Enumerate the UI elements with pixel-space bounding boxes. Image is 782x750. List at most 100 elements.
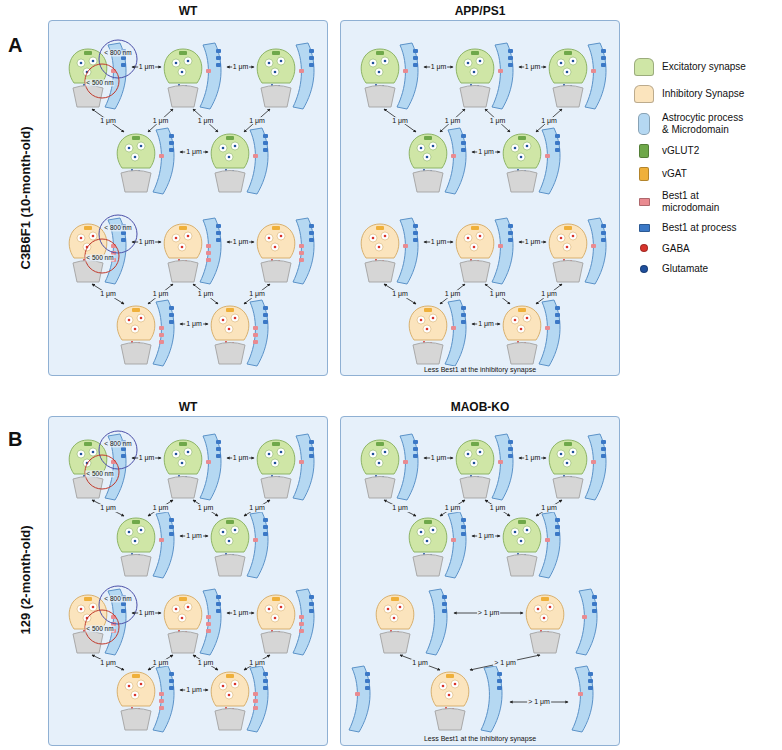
vesicle: [423, 325, 431, 333]
best1-process: [216, 56, 221, 60]
best1-process: [413, 63, 418, 67]
vesicle: [219, 528, 227, 536]
presynaptic-terminal: [211, 672, 249, 706]
vesicle: [381, 448, 389, 456]
astrocytic-process: [445, 128, 466, 194]
vesicle: [77, 450, 85, 458]
vesicle: [277, 57, 285, 65]
best1-microdomain: [299, 258, 304, 262]
vesicle: [369, 450, 377, 458]
best1-microdomain: [545, 326, 550, 330]
radius-label: < 500 nm: [85, 625, 114, 632]
transmitter: [387, 608, 390, 611]
vesicle: [77, 605, 85, 613]
distance-arrow: [148, 655, 173, 670]
transmitter: [467, 453, 470, 456]
postsynaptic-spine: [168, 477, 198, 499]
distance-arrow: [92, 109, 124, 132]
transmitter: [128, 531, 131, 534]
best1-process: [413, 224, 418, 228]
best1-process: [216, 440, 221, 444]
vesicle: [569, 57, 577, 65]
transmitter: [280, 235, 283, 238]
presynaptic-terminal: [164, 224, 202, 258]
transmitter: [280, 451, 283, 454]
transmitter: [572, 60, 575, 63]
postsynaptic-spine: [168, 632, 198, 654]
distance-label: 1 μm: [138, 609, 156, 617]
distance-arrow: [193, 109, 218, 132]
vesicle: [184, 603, 192, 611]
postsynaptic-spine: [380, 632, 410, 654]
best1-microdomain: [451, 326, 456, 330]
distance-label: 1 μm: [99, 117, 117, 125]
vesicle: [125, 528, 133, 536]
best1-process: [413, 56, 418, 60]
radius-label: < 500 nm: [85, 470, 114, 477]
transmitter: [372, 62, 375, 65]
presynaptic-terminal: [431, 672, 469, 706]
vesicle: [384, 605, 392, 613]
presynaptic-terminal: [164, 440, 202, 474]
transmitter: [479, 235, 482, 238]
transmitter: [128, 147, 131, 150]
transmitter: [572, 235, 575, 238]
vesicle: [563, 243, 571, 251]
best1-process: [461, 532, 466, 536]
transporter: [518, 520, 526, 524]
vesicle: [417, 144, 425, 152]
transmitter: [181, 246, 184, 249]
distance-label: 1 μm: [248, 290, 266, 298]
vesicle: [476, 448, 484, 456]
vesicle: [464, 234, 472, 242]
transmitter: [92, 235, 95, 238]
legend-swatch: [640, 244, 648, 252]
best1-microdomain: [451, 154, 456, 158]
best1-microdomain: [253, 154, 258, 158]
distance-label: 1 μm: [489, 290, 507, 298]
astrocytic-process: [572, 666, 593, 732]
best1-microdomain: [545, 154, 550, 158]
best1-process: [555, 525, 560, 529]
legend-slot: [632, 198, 656, 206]
best1-microdomain: [206, 460, 211, 464]
distance-label: 1 μm: [524, 63, 542, 71]
best1-process: [263, 518, 268, 522]
transmitter: [560, 453, 563, 456]
range-circle: [99, 431, 137, 469]
distance-label: 1 μm: [477, 532, 495, 540]
transmitter: [80, 237, 83, 240]
best1-process: [555, 532, 560, 536]
transmitter: [432, 529, 435, 532]
transmitter: [228, 328, 231, 331]
distance-label: 1 μm: [248, 659, 266, 667]
postsynaptic-spine: [413, 171, 443, 193]
distance-label: 1 μm: [99, 290, 117, 298]
astrocytic-process: [247, 300, 268, 366]
astrocytic-process: [492, 434, 513, 500]
transporter: [179, 226, 187, 230]
panel-title: APP/PS1: [341, 4, 619, 18]
best1-microdomain: [253, 538, 258, 542]
distance-arrow: [148, 284, 173, 304]
best1-process: [601, 63, 606, 67]
vesicle: [523, 142, 531, 150]
postsynaptic-spine: [460, 261, 490, 283]
vesicle: [125, 144, 133, 152]
transmitter: [467, 62, 470, 65]
best1-process: [216, 224, 221, 228]
astrocytic-process: [247, 128, 268, 194]
transmitter: [566, 462, 569, 465]
distance-label: > 1 μm: [493, 659, 517, 667]
best1-process: [216, 609, 221, 613]
vesicle: [464, 59, 472, 67]
best1-process: [461, 134, 466, 138]
transmitter: [222, 147, 225, 150]
distance-label: 1 μm: [99, 659, 117, 667]
distance-label: 1 μm: [232, 63, 250, 71]
transmitter: [175, 62, 178, 65]
postsynaptic-spine: [460, 86, 490, 108]
postsynaptic-spine: [261, 261, 291, 283]
astrocytic-process: [445, 512, 466, 578]
distance-label: 1 μm: [430, 454, 448, 462]
